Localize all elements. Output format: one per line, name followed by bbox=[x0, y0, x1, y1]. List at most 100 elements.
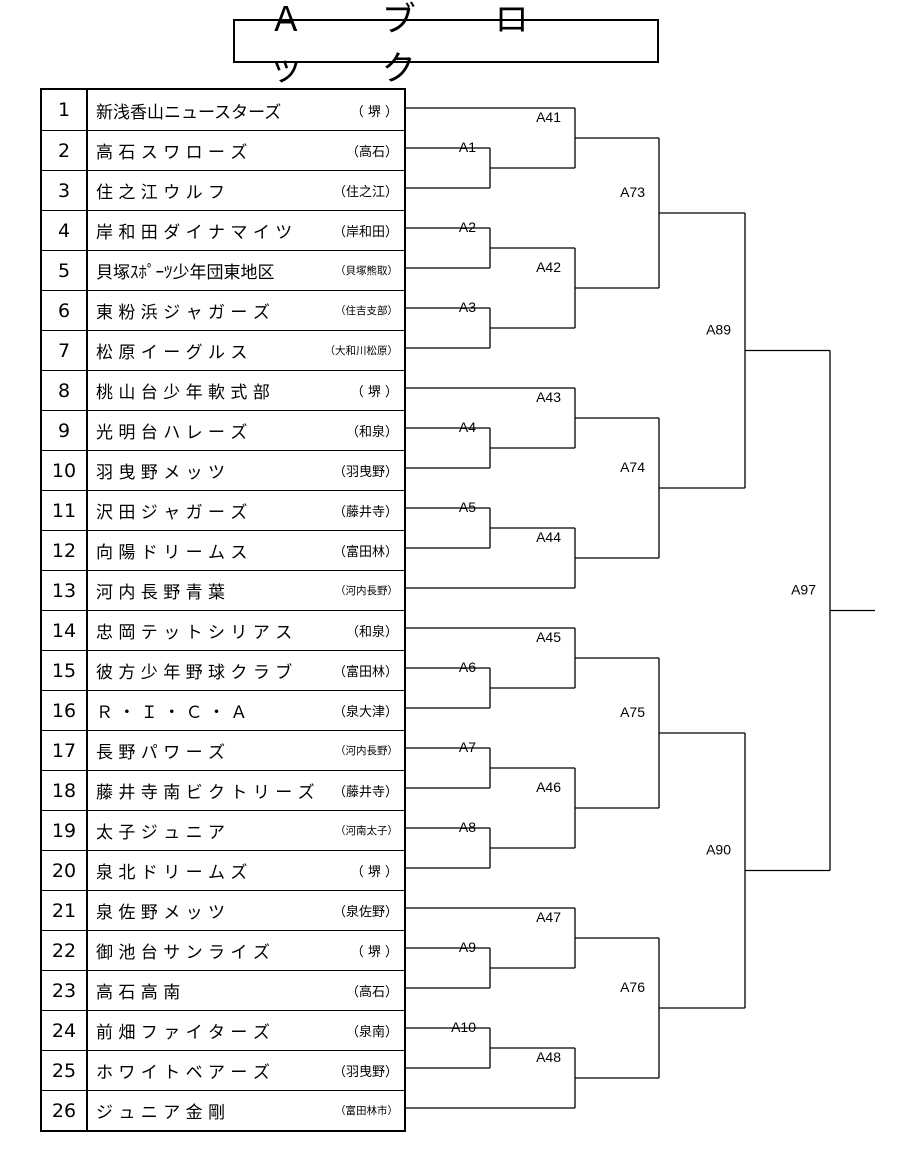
team-name: 高 石 高 南 bbox=[96, 983, 181, 1003]
team-region: （高石） bbox=[345, 145, 398, 160]
team-region: （河内長野） bbox=[335, 745, 398, 757]
team-name: ジ ュ ニ ア 金 剛 bbox=[96, 1103, 226, 1123]
team-region: （富田林） bbox=[332, 665, 398, 680]
match-label: A75 bbox=[620, 704, 645, 720]
team-name: 河 内 長 野 青 葉 bbox=[96, 583, 226, 603]
team-number: 3 bbox=[42, 171, 88, 210]
team-region: （高石） bbox=[345, 985, 398, 1000]
team-number: 21 bbox=[42, 891, 88, 930]
match-label: A74 bbox=[620, 459, 645, 475]
team-row: 19 太 子 ジ ュ ニ ア （河南太子） bbox=[42, 810, 404, 850]
team-region: （和泉） bbox=[345, 625, 398, 640]
team-region: （泉南） bbox=[345, 1025, 398, 1040]
team-number: 15 bbox=[42, 651, 88, 690]
team-number: 22 bbox=[42, 931, 88, 970]
team-name: 羽 曳 野 メ ッ ツ bbox=[96, 463, 226, 483]
team-row: 20 泉 北 ド リ ー ム ズ （ 堺 ） bbox=[42, 850, 404, 890]
team-region: （和泉） bbox=[345, 425, 398, 440]
match-label: A97 bbox=[791, 582, 816, 598]
team-number: 1 bbox=[42, 90, 88, 130]
team-region: （河内長野） bbox=[335, 585, 398, 597]
team-number: 25 bbox=[42, 1051, 88, 1090]
team-number: 20 bbox=[42, 851, 88, 890]
team-row: 16 Ｒ ・ Ｉ ・ Ｃ ・ Ａ （泉大津） bbox=[42, 690, 404, 730]
team-region: （藤井寺） bbox=[332, 505, 398, 520]
team-row: 2 高 石 ス ワ ロ ー ズ （高石） bbox=[42, 130, 404, 170]
match-label: A1 bbox=[459, 139, 476, 155]
team-number: 26 bbox=[42, 1091, 88, 1130]
team-name: Ｒ ・ Ｉ ・ Ｃ ・ Ａ bbox=[96, 703, 248, 723]
team-region: （ 堺 ） bbox=[350, 385, 398, 400]
team-number: 17 bbox=[42, 731, 88, 770]
team-row: 3 住 之 江 ウ ル フ （住之江） bbox=[42, 170, 404, 210]
match-label: A2 bbox=[459, 219, 476, 235]
match-label: A44 bbox=[536, 529, 561, 545]
match-label: A90 bbox=[706, 842, 731, 858]
team-name: 向 陽 ド リ ー ム ス bbox=[96, 543, 248, 563]
team-region: （大和川松原） bbox=[324, 345, 399, 357]
match-label: A89 bbox=[706, 322, 731, 338]
team-number: 6 bbox=[42, 291, 88, 330]
team-row: 6 東 粉 浜 ジ ャ ガ ー ズ （住吉支部） bbox=[42, 290, 404, 330]
team-name: 太 子 ジ ュ ニ ア bbox=[96, 823, 226, 843]
team-row: 22 御 池 台 サ ン ラ イ ズ （ 堺 ） bbox=[42, 930, 404, 970]
team-number: 4 bbox=[42, 211, 88, 250]
team-row: 26 ジ ュ ニ ア 金 剛 （富田林市） bbox=[42, 1090, 404, 1130]
team-region: （羽曳野） bbox=[332, 465, 398, 480]
match-label: A3 bbox=[459, 299, 476, 315]
team-row: 5 貝塚ｽﾎﾟｰﾂ少年団東地区 （貝塚熊取） bbox=[42, 250, 404, 290]
team-name: 貝塚ｽﾎﾟｰﾂ少年団東地区 bbox=[96, 263, 275, 283]
match-label: A4 bbox=[459, 419, 476, 435]
team-region: （住之江） bbox=[332, 185, 398, 200]
team-number: 5 bbox=[42, 251, 88, 290]
team-number: 18 bbox=[42, 771, 88, 810]
team-list: 1 新浅香山ニュースターズ （ 堺 ） 2 高 石 ス ワ ロ ー ズ （高石）… bbox=[40, 88, 406, 1132]
team-name: 前 畑 フ ァ イ タ ー ズ bbox=[96, 1023, 270, 1043]
team-row: 7 松 原 イ ー グ ル ス （大和川松原） bbox=[42, 330, 404, 370]
match-label: A47 bbox=[536, 909, 561, 925]
team-number: 10 bbox=[42, 451, 88, 490]
team-row: 1 新浅香山ニュースターズ （ 堺 ） bbox=[42, 90, 404, 130]
team-region: （藤井寺） bbox=[332, 785, 398, 800]
team-row: 8 桃 山 台 少 年 軟 式 部 （ 堺 ） bbox=[42, 370, 404, 410]
team-region: （ 堺 ） bbox=[350, 945, 398, 960]
team-number: 14 bbox=[42, 611, 88, 650]
team-name: 住 之 江 ウ ル フ bbox=[96, 183, 226, 203]
team-number: 2 bbox=[42, 131, 88, 170]
team-region: （ 堺 ） bbox=[350, 865, 398, 880]
team-region: （富田林） bbox=[332, 545, 398, 560]
team-number: 12 bbox=[42, 531, 88, 570]
team-number: 19 bbox=[42, 811, 88, 850]
team-number: 7 bbox=[42, 331, 88, 370]
match-label: A76 bbox=[620, 979, 645, 995]
team-name: 長 野 パ ワ ー ズ bbox=[96, 743, 226, 763]
match-label: A10 bbox=[451, 1019, 476, 1035]
team-region: （ 堺 ） bbox=[350, 104, 398, 120]
team-number: 8 bbox=[42, 371, 88, 410]
team-row: 23 高 石 高 南 （高石） bbox=[42, 970, 404, 1010]
team-row: 11 沢 田 ジ ャ ガ ー ズ （藤井寺） bbox=[42, 490, 404, 530]
match-label: A73 bbox=[620, 184, 645, 200]
team-number: 23 bbox=[42, 971, 88, 1010]
team-name: 新浅香山ニュースターズ bbox=[96, 102, 282, 123]
team-region: （泉佐野） bbox=[332, 905, 398, 920]
team-number: 13 bbox=[42, 571, 88, 610]
team-region: （岸和田） bbox=[332, 225, 398, 240]
match-label: A48 bbox=[536, 1049, 561, 1065]
team-name: 松 原 イ ー グ ル ス bbox=[96, 343, 248, 363]
match-label: A43 bbox=[536, 389, 561, 405]
match-label: A46 bbox=[536, 779, 561, 795]
team-row: 9 光 明 台 ハ レ ー ズ （和泉） bbox=[42, 410, 404, 450]
team-region: （泉大津） bbox=[332, 705, 398, 720]
match-label: A8 bbox=[459, 819, 476, 835]
team-number: 9 bbox=[42, 411, 88, 450]
team-name: 泉 佐 野 メ ッ ツ bbox=[96, 903, 226, 923]
match-label: A7 bbox=[459, 739, 476, 755]
team-name: 藤 井 寺 南 ビ ク ト リ ー ズ bbox=[96, 783, 315, 803]
team-row: 24 前 畑 フ ァ イ タ ー ズ （泉南） bbox=[42, 1010, 404, 1050]
team-row: 4 岸 和 田 ダ イ ナ マ イ ツ （岸和田） bbox=[42, 210, 404, 250]
team-number: 11 bbox=[42, 491, 88, 530]
team-row: 10 羽 曳 野 メ ッ ツ （羽曳野） bbox=[42, 450, 404, 490]
match-label: A41 bbox=[536, 109, 561, 125]
